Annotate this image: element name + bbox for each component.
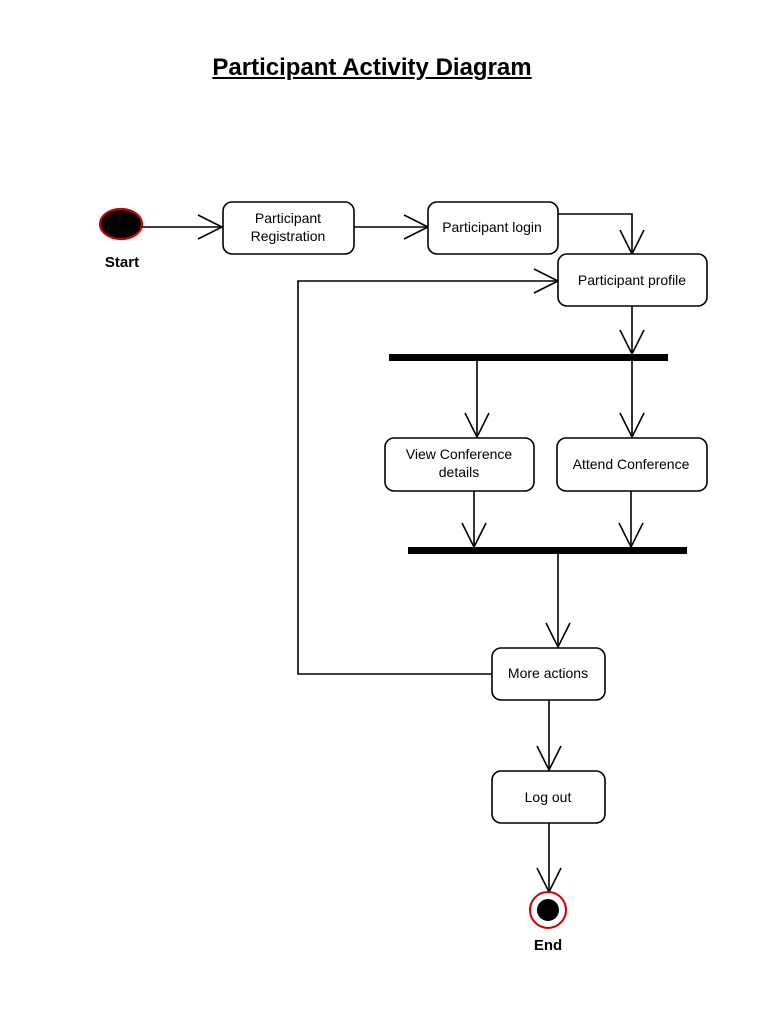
diagram-title: Participant Activity Diagram [212, 54, 532, 81]
join-bar [408, 547, 687, 554]
log-out-node: Log out [491, 770, 606, 824]
end-label: End [534, 937, 562, 954]
more-actions-label: More actions [508, 665, 588, 681]
view-conference-line-2: details [439, 464, 479, 480]
login-label: Participant login [442, 219, 542, 235]
participant-profile-node: Participant profile [557, 253, 708, 307]
attend-conference-label: Attend Conference [573, 456, 690, 472]
more-actions-node: More actions [491, 647, 606, 701]
registration-line-2: Registration [251, 228, 326, 244]
participant-registration-node: Participant Registration [222, 201, 355, 255]
profile-label: Participant profile [578, 272, 686, 288]
view-conference-line-1: View Conference [406, 446, 513, 462]
edges [142, 213, 645, 894]
log-out-label: Log out [525, 789, 572, 805]
start-node [98, 207, 144, 241]
end-node [529, 891, 567, 929]
view-conference-details-node: View Conference details [384, 437, 535, 492]
fork-bar [389, 354, 668, 361]
attend-conference-node: Attend Conference [556, 437, 708, 492]
start-label: Start [105, 254, 139, 271]
registration-line-1: Participant [255, 210, 321, 226]
participant-login-node: Participant login [427, 201, 559, 255]
